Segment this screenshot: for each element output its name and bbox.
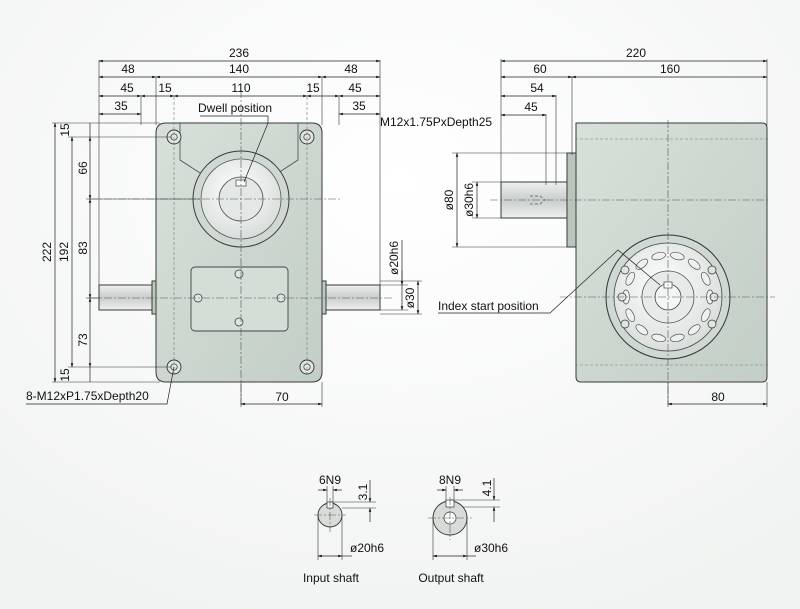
dim-15-bottom: 15 — [58, 368, 72, 382]
index-roller — [701, 271, 711, 286]
dim-20h6: ø20h6 — [387, 241, 401, 275]
front-dimensions: 236 48 140 48 45 15 110 15 45 35 35 Dwel… — [26, 46, 422, 407]
index-roller — [635, 258, 649, 270]
dim-73: 73 — [76, 333, 90, 347]
index-roller — [635, 324, 649, 336]
dim-45-left: 45 — [120, 81, 134, 95]
dim-48-left: 48 — [121, 62, 135, 76]
index-roller — [625, 271, 635, 286]
dim-220: 220 — [626, 46, 646, 60]
dim-222: 222 — [40, 242, 54, 262]
dim-160: 160 — [660, 62, 680, 76]
dim-48-right: 48 — [344, 62, 358, 76]
input-shaft-left — [98, 284, 155, 311]
dim-80: ø80 — [442, 189, 456, 210]
index-roller — [687, 258, 701, 270]
thread-label: M12x1.75PxDepth25 — [380, 115, 492, 129]
index-roller — [651, 333, 666, 343]
input-depth-label: 3.1 — [356, 483, 370, 500]
output-shaft-section: 8N9 4.1 ø30h6 Output shaft — [418, 473, 508, 585]
index-roller — [687, 324, 701, 336]
index-roller — [701, 308, 711, 323]
dim-45-side: 45 — [524, 100, 538, 114]
dim-15-right: 15 — [306, 81, 320, 95]
output-key-label: 8N9 — [439, 473, 461, 487]
input-shaft-section: 6N9 3.1 ø20h6 Input shaft — [303, 473, 384, 585]
dim-110: 110 — [231, 81, 250, 95]
input-key-label: 6N9 — [319, 473, 341, 487]
tap-holes-label: 8-M12xP1.75xDepth20 — [26, 389, 149, 403]
index-roller — [670, 333, 685, 343]
dim-30h6-side: ø30h6 — [462, 183, 476, 217]
dim-54: 54 — [530, 81, 544, 95]
output-shaft-caption: Output shaft — [418, 571, 484, 585]
index-start-label: Index start position — [438, 299, 539, 313]
index-rollers — [622, 251, 714, 343]
dim-35-left: 35 — [114, 99, 128, 113]
dim-66: 66 — [76, 161, 90, 175]
dim-15-left: 15 — [158, 81, 172, 95]
index-roller — [670, 251, 685, 261]
dwell-position-label: Dwell position — [198, 101, 272, 115]
dim-236: 236 — [229, 46, 249, 60]
dim-140: 140 — [229, 62, 249, 76]
input-shaft-right — [321, 284, 381, 311]
dim-15-top: 15 — [58, 123, 72, 137]
dim-83: 83 — [76, 241, 90, 255]
index-roller — [651, 251, 666, 261]
dim-192: 192 — [57, 242, 71, 262]
dim-45-right: 45 — [348, 81, 362, 95]
front-view — [90, 90, 392, 405]
index-roller — [625, 308, 635, 323]
side-holes — [617, 265, 719, 329]
input-shaft-caption: Input shaft — [303, 571, 360, 585]
input-dia-label: ø20h6 — [350, 541, 384, 555]
cover-plate — [190, 266, 289, 332]
dim-70: 70 — [275, 390, 289, 404]
output-depth-label: 4.1 — [480, 479, 494, 496]
dim-60: 60 — [533, 62, 547, 76]
dim-80-bottom: 80 — [711, 390, 725, 404]
dim-35-right: 35 — [352, 99, 366, 113]
output-dia-label: ø30h6 — [474, 541, 508, 555]
side-view — [490, 120, 775, 405]
dim-30: ø30 — [403, 287, 417, 308]
side-dimensions: 220 60 160 54 45 M12x1.75PxDepth25 ø80 ø… — [380, 46, 768, 407]
